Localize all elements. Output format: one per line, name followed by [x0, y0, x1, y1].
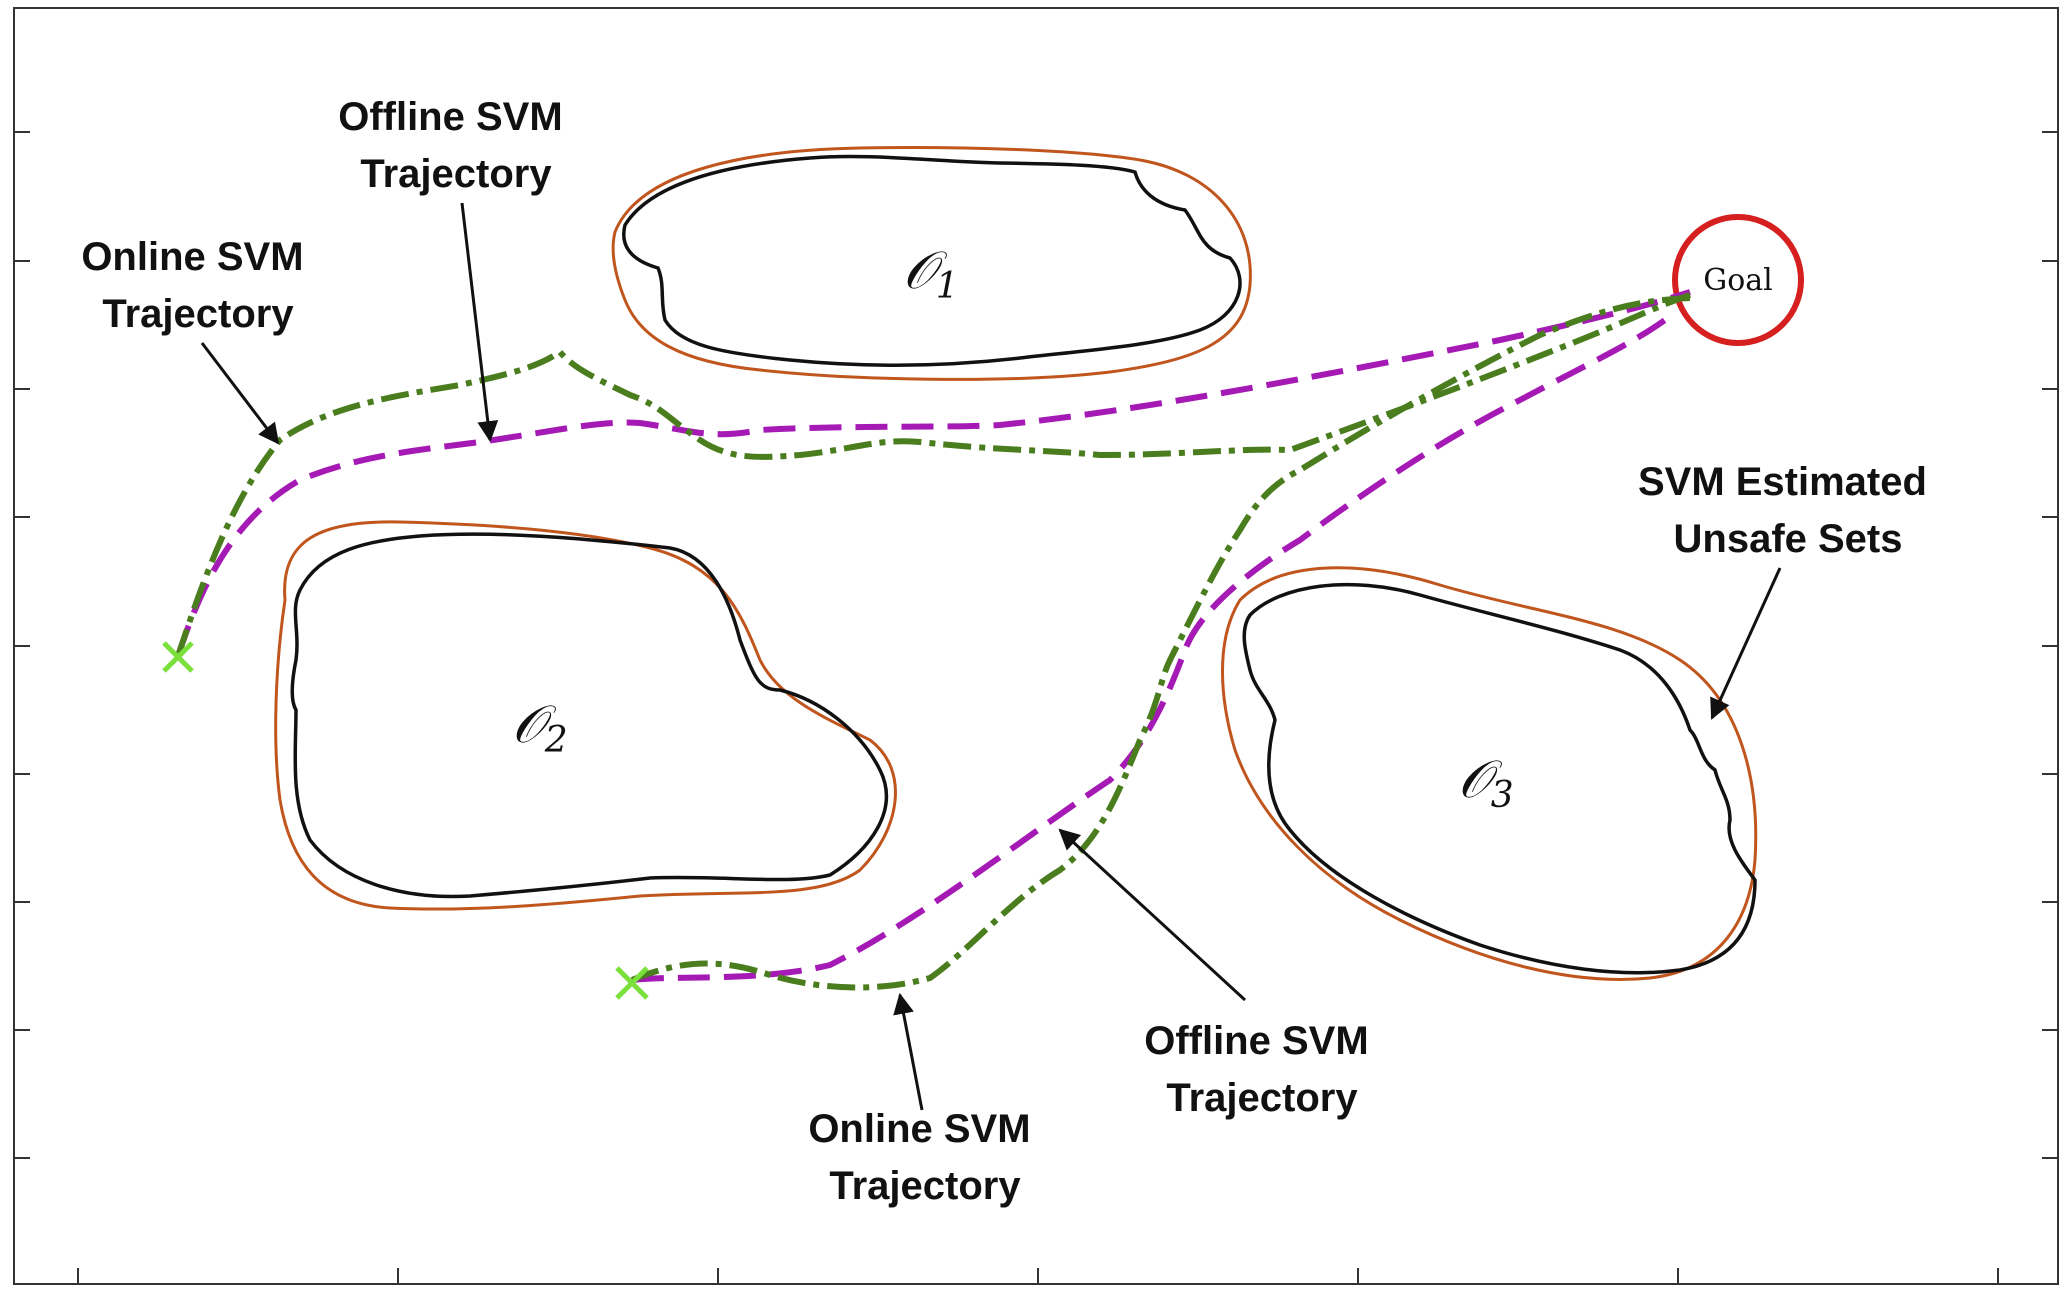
plot-frame — [13, 7, 2059, 1285]
start-marker-upper — [162, 641, 194, 673]
true-obstacle-outline-3 — [1242, 582, 1757, 975]
label-offline-top: Offline SVM Trajectory — [338, 95, 574, 196]
goal-circle — [1672, 214, 1804, 346]
online-trajectory-lower — [630, 295, 1691, 991]
arrow-online-top — [200, 342, 280, 445]
true-obstacle-outline-1 — [622, 154, 1242, 367]
true-obstacle-outline-2 — [290, 532, 888, 899]
arrow-offline-top — [460, 202, 499, 443]
obstacle-2: 𝒪2 — [274, 520, 897, 911]
offline-trajectory-lower — [631, 317, 1667, 983]
obstacle-label-1: 𝒪1 — [903, 241, 959, 307]
obstacle-3: 𝒪3 — [1221, 566, 1758, 981]
goal-region: Goal — [1672, 214, 1804, 346]
arrow-svm-sets — [1710, 567, 1782, 720]
obstacle-label-3: 𝒪3 — [1458, 750, 1514, 816]
label-online-top: Online SVM Trajectory — [81, 235, 314, 336]
arrow-online-bottom — [893, 992, 924, 1111]
label-svm-sets: SVM Estimated Unsafe Sets — [1638, 460, 1938, 561]
offline-trajectory-upper — [175, 289, 1691, 657]
arrow-offline-bottom — [1058, 828, 1247, 1002]
goal-label: Goal — [1703, 263, 1773, 298]
axis-ticks — [14, 131, 2058, 1284]
label-online-bottom: Online SVM Trajectory — [808, 1107, 1041, 1208]
start-marker-lower — [615, 966, 649, 1000]
online-trajectory-upper — [175, 292, 1691, 657]
obstacle-label-2: 𝒪2 — [512, 695, 568, 761]
obstacle-1: 𝒪1 — [611, 146, 1252, 381]
svm-estimate-outline-2 — [274, 520, 897, 911]
svm-estimate-outline-3 — [1221, 566, 1758, 981]
svm-estimate-outline-1 — [611, 146, 1252, 381]
label-offline-bottom: Offline SVM Trajectory — [1144, 1019, 1380, 1120]
